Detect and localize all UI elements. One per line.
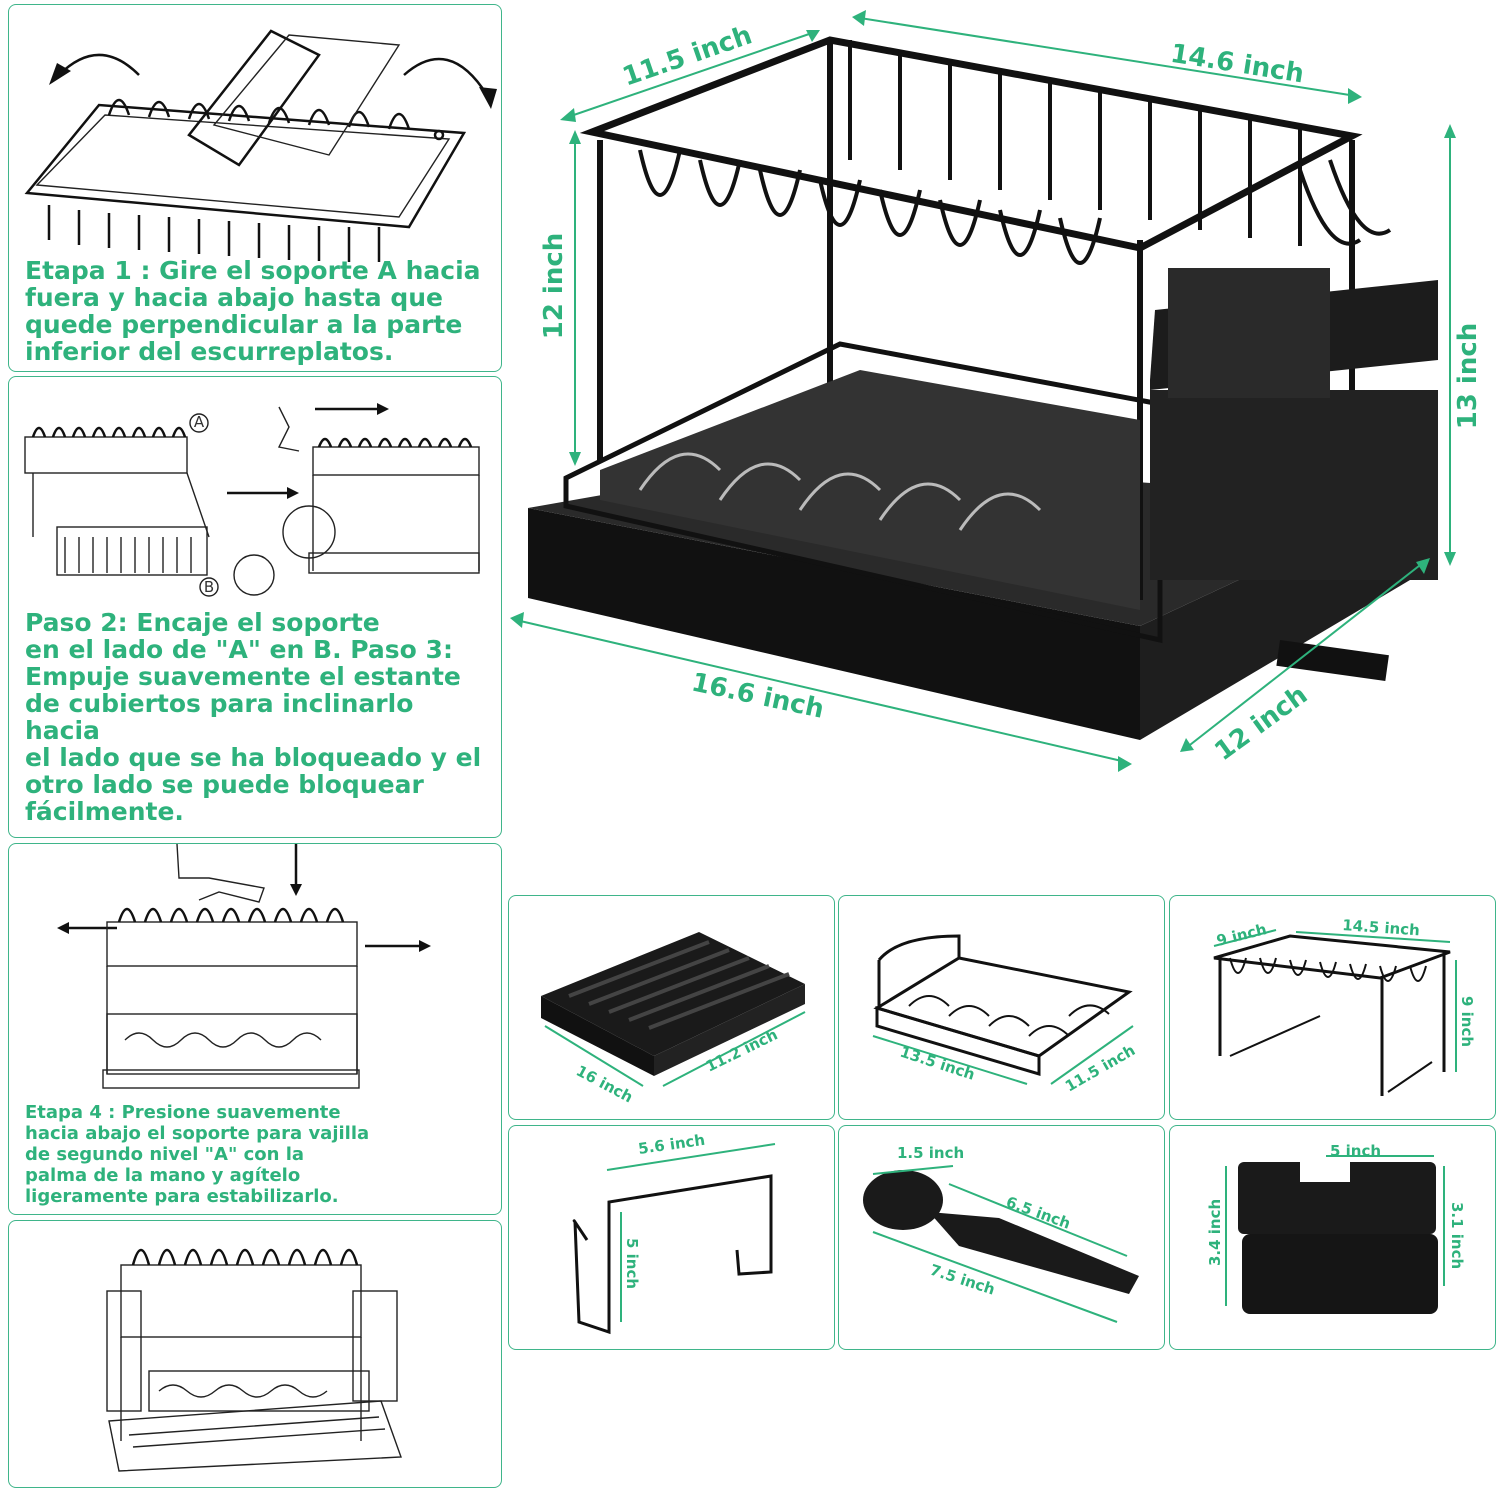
left-arrow-icon bbox=[57, 922, 117, 934]
dim-left-height: 12 inch bbox=[539, 233, 569, 340]
step1-illustration bbox=[24, 29, 497, 262]
hook-dim-a: 5.6 inch bbox=[637, 1131, 706, 1158]
upper-rack bbox=[579, 36, 1363, 252]
step2-illustration: A B bbox=[24, 403, 480, 597]
rotate-left-arrow-icon bbox=[49, 53, 140, 85]
label-b: B bbox=[204, 578, 214, 596]
dimension-arrows bbox=[510, 10, 1456, 772]
step4-illustration bbox=[57, 844, 431, 1089]
holder-dim-b: 3.4 inch bbox=[1206, 1199, 1224, 1266]
hand-icon bbox=[176, 844, 265, 903]
drain-spout bbox=[1276, 640, 1389, 682]
upper-rack-part bbox=[1213, 934, 1451, 980]
part-holder-panel: 5 inch 3.4 inch 3.1 inch bbox=[1169, 1125, 1496, 1350]
press-down-arrow-icon bbox=[290, 844, 302, 896]
tray-dim-a: 16 inch bbox=[573, 1062, 636, 1107]
knife-block bbox=[1168, 268, 1330, 398]
rack-drawing bbox=[102, 907, 360, 1089]
dish-rack-product bbox=[528, 36, 1438, 740]
holder-dim-c: 3.1 inch bbox=[1448, 1202, 1466, 1269]
rack-drawing bbox=[106, 1248, 402, 1472]
step1-instruction: Etapa 1 : Gire el soporte A hacia fuera … bbox=[25, 256, 481, 366]
lower-rack-dim-a: 13.5 inch bbox=[898, 1043, 977, 1084]
rotate-right-arrow-icon bbox=[403, 57, 497, 109]
part-upper-rack-panel: 9 inch 14.5 inch 9 inch bbox=[1169, 895, 1496, 1120]
lower-rack-part bbox=[873, 956, 1133, 1058]
hook-dim-b: 5 inch bbox=[623, 1238, 641, 1289]
step2-panel: A B Paso 2: Encaje el soporte en el lado… bbox=[8, 376, 502, 838]
step4-panel: Etapa 4 : Presione suavemente hacia abaj… bbox=[8, 843, 502, 1215]
dim-top-width: 14.6 inch bbox=[1168, 39, 1306, 90]
utensil-holder bbox=[1150, 390, 1438, 580]
dim-right-height: 13 inch bbox=[1453, 323, 1483, 430]
assembled-panel bbox=[8, 1220, 502, 1488]
holder-dim-a: 5 inch bbox=[1330, 1142, 1381, 1160]
hook-part bbox=[572, 1174, 773, 1335]
holder-part bbox=[1238, 1162, 1436, 1234]
right-arrow-icon bbox=[365, 940, 431, 952]
upper-rack-dim-c: 9 inch bbox=[1458, 996, 1476, 1047]
rack-drawing bbox=[24, 403, 480, 597]
step4-instruction: Etapa 4 : Presione suavemente hacia abaj… bbox=[25, 1102, 370, 1207]
part-lower-rack-panel: 13.5 inch 11.5 inch bbox=[838, 895, 1165, 1120]
part-hook-panel: 5.6 inch 5 inch bbox=[508, 1125, 835, 1350]
upper-rack-dim-b: 14.5 inch bbox=[1342, 916, 1421, 939]
spout-dim-c: 7.5 inch bbox=[928, 1261, 997, 1299]
dim-top-depth: 11.5 inch bbox=[619, 20, 756, 92]
spout-dim-a: 1.5 inch bbox=[897, 1144, 964, 1162]
spout-part bbox=[863, 1170, 943, 1230]
rack-drawing bbox=[24, 29, 467, 262]
assembled-illustration bbox=[106, 1248, 402, 1472]
drip-tray bbox=[528, 508, 1140, 740]
step1-panel: Etapa 1 : Gire el soporte A hacia fuera … bbox=[8, 4, 502, 372]
part-spout-panel: 1.5 inch 6.5 inch 7.5 inch bbox=[838, 1125, 1165, 1350]
main-product-illustration: 11.5 inch 14.6 inch 12 inch 13 inch 16.6… bbox=[510, 10, 1483, 772]
dim-base-depth: 12 inch bbox=[1209, 680, 1313, 767]
label-a: A bbox=[194, 413, 205, 431]
part-drip-tray-panel: 16 inch 11.2 inch bbox=[508, 895, 835, 1120]
step2-instruction: Paso 2: Encaje el soporte en el lado de … bbox=[25, 608, 482, 826]
